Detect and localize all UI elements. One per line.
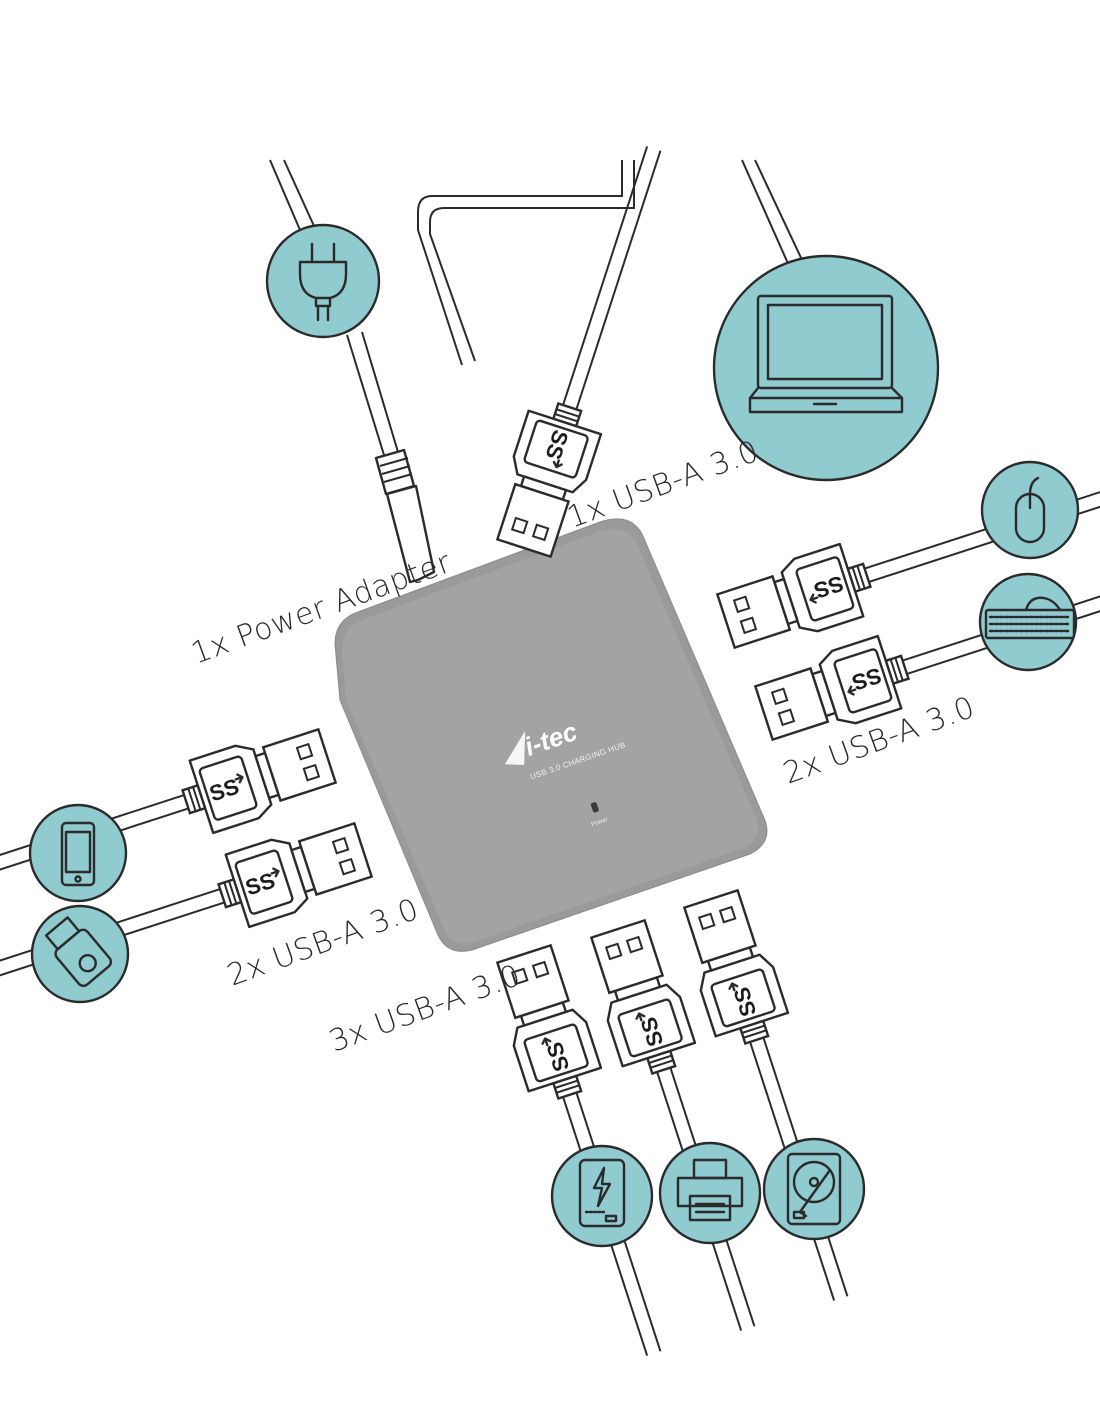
phone-circle [28,803,128,903]
printer-circle [658,1141,762,1245]
mouse-circle [980,460,1080,560]
label-usb-bottom: 3x USB-A 3.0 [325,958,526,1060]
power-adapter-cable [269,159,436,584]
powerbank-circle [550,1144,654,1248]
smartphone-icon [60,821,96,887]
usb-flash-drive-icon [44,916,113,988]
top-usb-cable [417,160,635,366]
flash-drive-circle [30,904,130,1004]
laptop-circle [712,254,940,482]
power-led-label: Power [591,817,609,828]
usb-plug-bottom-3 [673,886,879,1312]
power-plug-circle [265,223,381,339]
laptop-icon [748,294,904,414]
power-bank-icon [578,1158,626,1228]
printer-icon [676,1158,744,1222]
mouse-icon [1014,476,1046,544]
power-plug-icon [298,242,348,322]
usb-hub: i-tec USB 3.0 CHARGING HUB Power [334,518,768,952]
keyboard-circle [978,572,1078,672]
hdd-circle [762,1137,866,1241]
keyboard-icon [984,596,1076,640]
hard-drive-icon [786,1152,842,1226]
